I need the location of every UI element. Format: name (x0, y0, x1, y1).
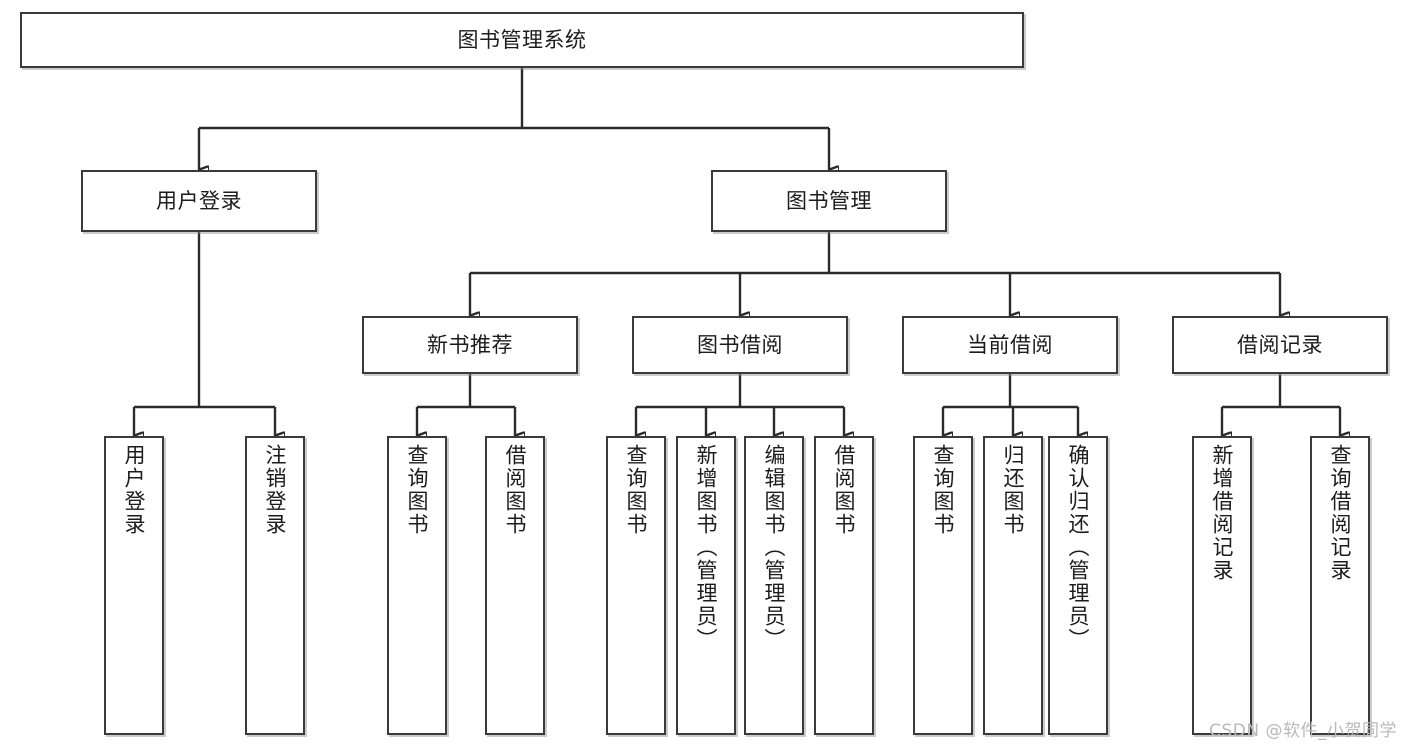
leaf-borrow-books-new-label: 借阅图书 (503, 444, 528, 536)
node-borrow-records[interactable]: 借阅记录 (1172, 316, 1388, 374)
node-book-management-label: 图书管理 (786, 188, 872, 213)
leaf-add-borrow-record[interactable]: 新增借阅记录 (1192, 436, 1252, 735)
node-book-management[interactable]: 图书管理 (711, 170, 947, 232)
leaf-query-books-new-label: 查询图书 (405, 444, 430, 536)
node-root[interactable]: 图书管理系统 (20, 12, 1024, 68)
node-new-book-recommend-label: 新书推荐 (427, 332, 513, 357)
leaf-logout-label: 注销登录 (263, 444, 288, 536)
watermark: CSDN @软件_小贺同学 (1209, 721, 1397, 741)
node-new-book-recommend[interactable]: 新书推荐 (362, 316, 578, 374)
leaf-user-login-label: 用户登录 (122, 444, 147, 536)
leaf-logout[interactable]: 注销登录 (245, 436, 305, 735)
leaf-query-books-new[interactable]: 查询图书 (387, 436, 447, 735)
leaf-return-book-label: 归还图书 (1001, 444, 1026, 536)
node-book-borrow[interactable]: 图书借阅 (632, 316, 848, 374)
leaf-query-borrow-record[interactable]: 查询借阅记录 (1310, 436, 1370, 735)
node-book-borrow-label: 图书借阅 (697, 332, 783, 357)
leaf-query-books-current-label: 查询图书 (931, 444, 956, 536)
leaf-edit-book-admin-label: 编辑图书（管理员） (762, 444, 787, 651)
leaf-add-borrow-record-label: 新增借阅记录 (1210, 444, 1235, 582)
leaf-add-book-admin-label: 新增图书（管理员） (694, 444, 719, 651)
node-root-label: 图书管理系统 (457, 27, 587, 52)
node-borrow-records-label: 借阅记录 (1237, 332, 1323, 357)
leaf-return-book[interactable]: 归还图书 (983, 436, 1043, 735)
node-user-login[interactable]: 用户登录 (81, 170, 317, 232)
leaf-borrow-book-label: 借阅图书 (832, 444, 857, 536)
leaf-user-login[interactable]: 用户登录 (104, 436, 164, 735)
node-user-login-label: 用户登录 (156, 188, 242, 213)
leaf-confirm-return-admin-label: 确认归还（管理员） (1066, 444, 1091, 651)
node-current-borrow-label: 当前借阅 (967, 332, 1053, 357)
node-current-borrow[interactable]: 当前借阅 (902, 316, 1118, 374)
leaf-edit-book-admin[interactable]: 编辑图书（管理员） (744, 436, 804, 735)
leaf-borrow-book[interactable]: 借阅图书 (814, 436, 874, 735)
leaf-query-borrow-record-label: 查询借阅记录 (1328, 444, 1353, 582)
leaf-query-books-current[interactable]: 查询图书 (913, 436, 973, 735)
leaf-query-books-borrow-label: 查询图书 (624, 444, 649, 536)
leaf-query-books-borrow[interactable]: 查询图书 (606, 436, 666, 735)
leaf-confirm-return-admin[interactable]: 确认归还（管理员） (1048, 436, 1108, 735)
leaf-borrow-books-new[interactable]: 借阅图书 (485, 436, 545, 735)
leaf-add-book-admin[interactable]: 新增图书（管理员） (676, 436, 736, 735)
